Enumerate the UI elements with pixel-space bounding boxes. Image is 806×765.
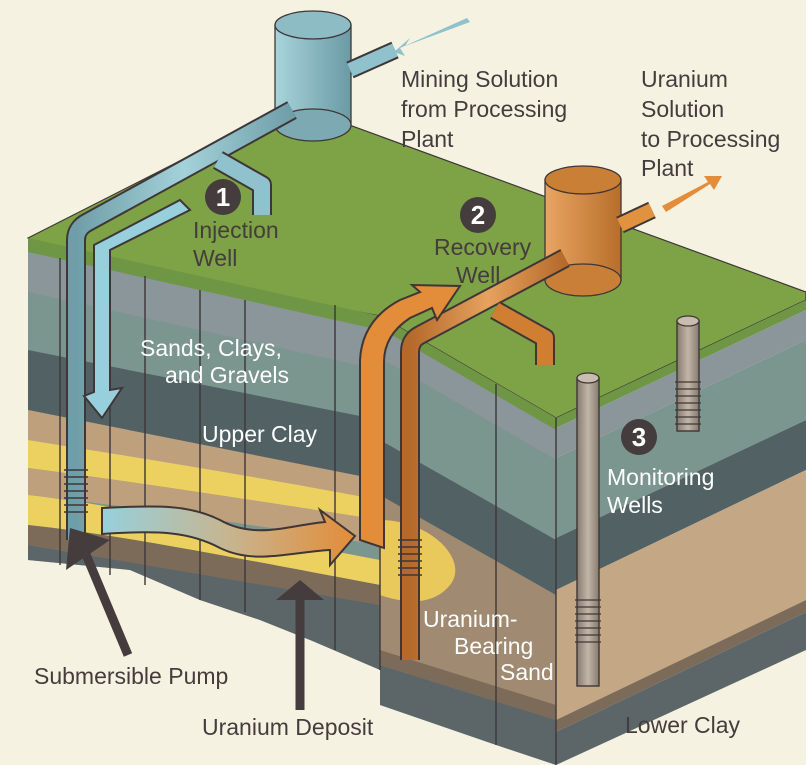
uranium-deposit-pointer-icon	[276, 580, 324, 710]
mining-solution-tank	[274, 10, 352, 142]
label-line: Wells	[607, 492, 663, 518]
label-line: Mining Solution	[401, 66, 558, 92]
recovery-pipe	[398, 201, 656, 660]
label-line: Uranium	[641, 66, 728, 92]
label-line: Plant	[401, 126, 454, 152]
injection-pipe	[64, 41, 399, 540]
uranium-solution-tank	[544, 165, 622, 297]
label-uranium-deposit: Uranium Deposit	[202, 714, 374, 740]
label-line: Uranium-	[423, 606, 518, 632]
recovery-flow-arrow-icon	[359, 283, 462, 550]
label-line: Sands, Clays,	[140, 335, 282, 361]
label-upper-clay: Upper Clay	[202, 421, 318, 447]
groundwater-flow-arrow-icon	[101, 505, 357, 568]
inflow-arrow-icon	[394, 18, 470, 56]
monitoring-well-shallow	[675, 315, 701, 432]
label-mining-solution: Mining Solution from Processing Plant	[401, 66, 567, 152]
label-line: Recovery	[434, 234, 532, 260]
middle-block-face	[380, 316, 556, 765]
label-uranium-solution: Uranium Solution to Processing Plant	[641, 66, 780, 181]
label-recovery-well: Recovery Well	[434, 234, 532, 288]
label-line: Well	[193, 245, 237, 271]
outflow-arrow-icon	[662, 176, 722, 212]
label-line: Plant	[641, 155, 694, 181]
label-lower-clay: Lower Clay	[625, 712, 741, 738]
label-submersible-pump: Submersible Pump	[34, 663, 228, 689]
badge-number: 2	[471, 200, 485, 230]
monitoring-well-deep	[575, 372, 601, 687]
label-injection-well: Injection Well	[193, 217, 279, 271]
badge-number: 3	[632, 422, 646, 452]
label-line: Solution	[641, 96, 724, 122]
submersible-pump-pointer-icon	[66, 528, 133, 657]
label-line: Injection	[193, 217, 279, 243]
injection-flow-arrow-icon	[82, 198, 192, 420]
injection-screen-icon	[64, 469, 88, 513]
label-line: Sand	[500, 659, 554, 685]
badge-number: 1	[216, 182, 230, 212]
badge-monitoring-wells: 3	[621, 419, 657, 455]
badge-injection-well: 1	[205, 179, 241, 215]
label-line: Bearing	[454, 633, 533, 659]
recovery-screen-icon	[398, 539, 422, 576]
label-sands-clays-gravels: Sands, Clays, and Gravels	[140, 335, 289, 388]
label-line: Monitoring	[607, 464, 714, 490]
badge-recovery-well: 2	[460, 197, 496, 233]
label-monitoring-wells: Monitoring Wells	[607, 464, 714, 518]
label-line: from Processing	[401, 96, 567, 122]
label-line: to Processing	[641, 126, 780, 152]
label-uranium-bearing-sand: Uranium- Bearing Sand	[423, 606, 554, 685]
label-line: and Gravels	[165, 362, 289, 388]
label-line: Well	[456, 262, 500, 288]
